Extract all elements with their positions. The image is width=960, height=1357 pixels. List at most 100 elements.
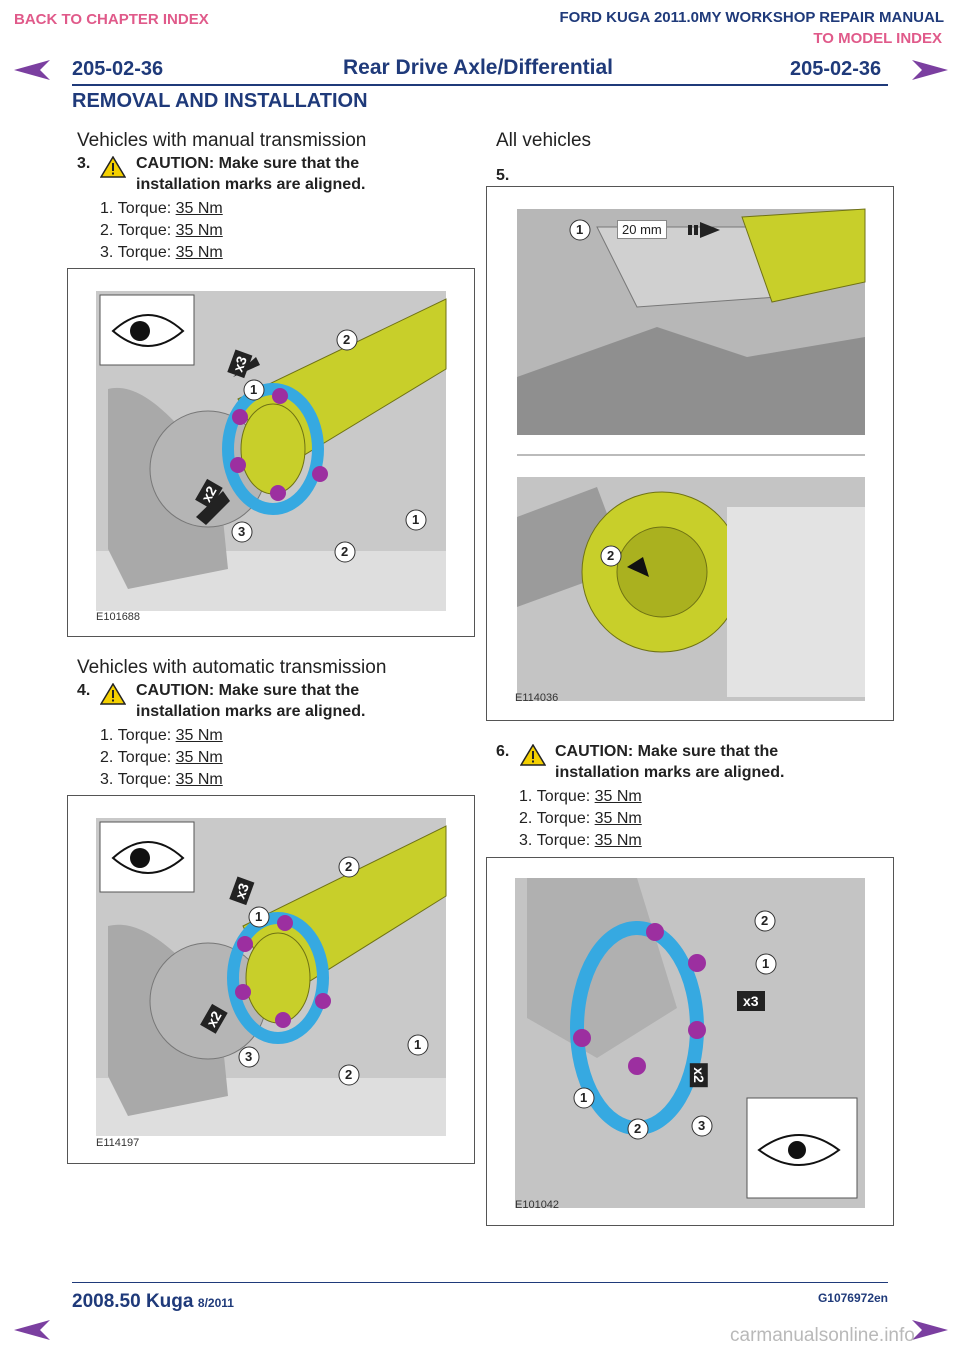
callout-3: [231, 521, 253, 543]
callout-2-label: 2: [761, 913, 769, 928]
callout-1b: [407, 1034, 429, 1056]
step-3-torque-list: 1. Torque: 35 Nm 2. Torque: 35 Nm 3. Tor…: [100, 198, 223, 264]
callout-3-label: 3: [698, 1118, 706, 1133]
callout-3-label: 3: [245, 1049, 253, 1064]
torque-value-link[interactable]: 35 Nm: [594, 832, 642, 849]
torque-item: 1. Torque: 35 Nm: [100, 727, 223, 744]
section-title: Rear Drive Axle/Differential: [343, 56, 613, 79]
step-3-caution: CAUTION: Make sure that the installation…: [136, 155, 366, 193]
callout-1-label: 1: [255, 909, 263, 924]
callout-3: [238, 1046, 260, 1068]
next-page-arrow-icon[interactable]: [910, 1318, 950, 1342]
dimension-label: 20 mm: [617, 220, 667, 239]
torque-item: 3. Torque: 35 Nm: [100, 771, 223, 788]
back-to-chapter-link[interactable]: BACK TO CHAPTER INDEX: [14, 11, 209, 28]
callout-1: [243, 379, 265, 401]
figure-e101688: 1 2 3 2 1 x3 x2 E101688: [67, 268, 475, 637]
step-6-torque-list: 1. Torque: 35 Nm 2. Torque: 35 Nm 3. Tor…: [519, 786, 642, 852]
callout-2b: [627, 1118, 649, 1140]
callout-2b: [338, 1064, 360, 1086]
callout-2b-label: 2: [341, 544, 349, 559]
torque-value-link[interactable]: 35 Nm: [175, 200, 223, 217]
automatic-transmission-heading: Vehicles with automatic transmission: [77, 657, 387, 678]
figure-id: E101042: [515, 1199, 560, 1211]
callout-1-label: 1: [250, 382, 258, 397]
to-model-index-link[interactable]: TO MODEL INDEX: [813, 30, 942, 47]
prev-page-arrow-icon[interactable]: [12, 58, 52, 82]
callout-1-label: 1: [762, 956, 770, 971]
figure-e114197: 1 2 3 2 1 x3 x2 E114197: [67, 795, 475, 1164]
callout-2b-label: 2: [634, 1121, 642, 1136]
callout-2: [336, 329, 358, 351]
torque-value-link[interactable]: 35 Nm: [594, 788, 642, 805]
torque-value-link[interactable]: 35 Nm: [175, 244, 223, 261]
step-3-number: 3.: [77, 155, 91, 172]
torque-item: 3. Torque: 35 Nm: [100, 244, 223, 261]
torque-value-link[interactable]: 35 Nm: [175, 222, 223, 239]
callout-2-label: 2: [607, 548, 615, 563]
callout-1b: [405, 509, 427, 531]
figure-id: E114197: [96, 1137, 140, 1149]
step-4-torque-list: 1. Torque: 35 Nm 2. Torque: 35 Nm 3. Tor…: [100, 725, 223, 791]
step-4-caution: CAUTION: Make sure that the installation…: [136, 682, 366, 720]
torque-value-link[interactable]: 35 Nm: [175, 749, 223, 766]
figure-id: E114036: [515, 692, 559, 704]
step-6-number: 6.: [496, 743, 510, 760]
callout-1: [755, 953, 777, 975]
torque-item: 2. Torque: 35 Nm: [100, 749, 223, 766]
arrow-right-icon: [688, 222, 720, 238]
callout-1: [248, 906, 270, 928]
footer-doc-code: G1076972en: [817, 1291, 888, 1305]
step-5-number: 5.: [496, 167, 510, 184]
step-6-caution: CAUTION: Make sure that the installation…: [555, 743, 785, 781]
torque-value-link[interactable]: 35 Nm: [175, 727, 223, 744]
header-rule: [72, 84, 888, 86]
callout-2: [338, 856, 360, 878]
torque-item: 3. Torque: 35 Nm: [519, 832, 642, 849]
callout-2: [600, 545, 622, 567]
callout-2-label: 2: [343, 332, 351, 347]
callout-3-label: 3: [238, 524, 246, 539]
warning-triangle-icon: [520, 744, 546, 766]
callout-1b-label: 1: [412, 512, 420, 527]
next-page-arrow-icon[interactable]: [910, 58, 950, 82]
torque-item: 2. Torque: 35 Nm: [519, 810, 642, 827]
x3-badge: x3: [737, 991, 765, 1011]
manual-transmission-heading: Vehicles with manual transmission: [77, 130, 367, 151]
manual-title: FORD KUGA 2011.0MY WORKSHOP REPAIR MANUA…: [559, 9, 945, 26]
mount-illustration: [517, 208, 866, 701]
torque-item: 1. Torque: 35 Nm: [519, 788, 642, 805]
figure-e101042: 2 1 x3 x2 1 2 3 E101042: [486, 857, 894, 1226]
torque-value-link[interactable]: 35 Nm: [175, 771, 223, 788]
footer-model: 2008.50 Kuga 8/2011: [72, 1291, 234, 1312]
torque-item: 1. Torque: 35 Nm: [100, 200, 223, 217]
torque-item: 2. Torque: 35 Nm: [100, 222, 223, 239]
step-4-number: 4.: [77, 682, 91, 699]
callout-1-label: 1: [576, 222, 584, 237]
callout-2-label: 2: [345, 859, 353, 874]
callout-1b-label: 1: [414, 1037, 422, 1052]
callout-1b: [573, 1087, 595, 1109]
footer-rule: [72, 1282, 888, 1283]
callout-2: [754, 910, 776, 932]
section-number-left: 205-02-36: [72, 58, 164, 80]
callout-2b: [334, 541, 356, 563]
warning-triangle-icon: [100, 156, 126, 178]
page-heading: REMOVAL AND INSTALLATION: [72, 90, 368, 112]
callout-3: [691, 1115, 713, 1137]
driveshaft-illustration: [96, 818, 447, 1136]
prev-page-arrow-icon[interactable]: [12, 1318, 52, 1342]
callout-1: [569, 219, 591, 241]
torque-value-link[interactable]: 35 Nm: [594, 810, 642, 827]
section-number-right: 205-02-36: [790, 58, 882, 80]
all-vehicles-heading: All vehicles: [496, 130, 592, 151]
driveshaft-illustration: [96, 291, 447, 611]
differential-flange-illustration: [515, 878, 865, 1208]
callout-1b-label: 1: [580, 1090, 588, 1105]
watermark: carmanualsonline.info: [730, 1325, 915, 1346]
callout-2b-label: 2: [345, 1067, 353, 1082]
x2-badge: x2: [689, 1063, 708, 1087]
figure-e114036: 1 20 mm 2 E114036: [486, 186, 894, 721]
figure-id: E101688: [96, 611, 141, 623]
warning-triangle-icon: [100, 683, 126, 705]
